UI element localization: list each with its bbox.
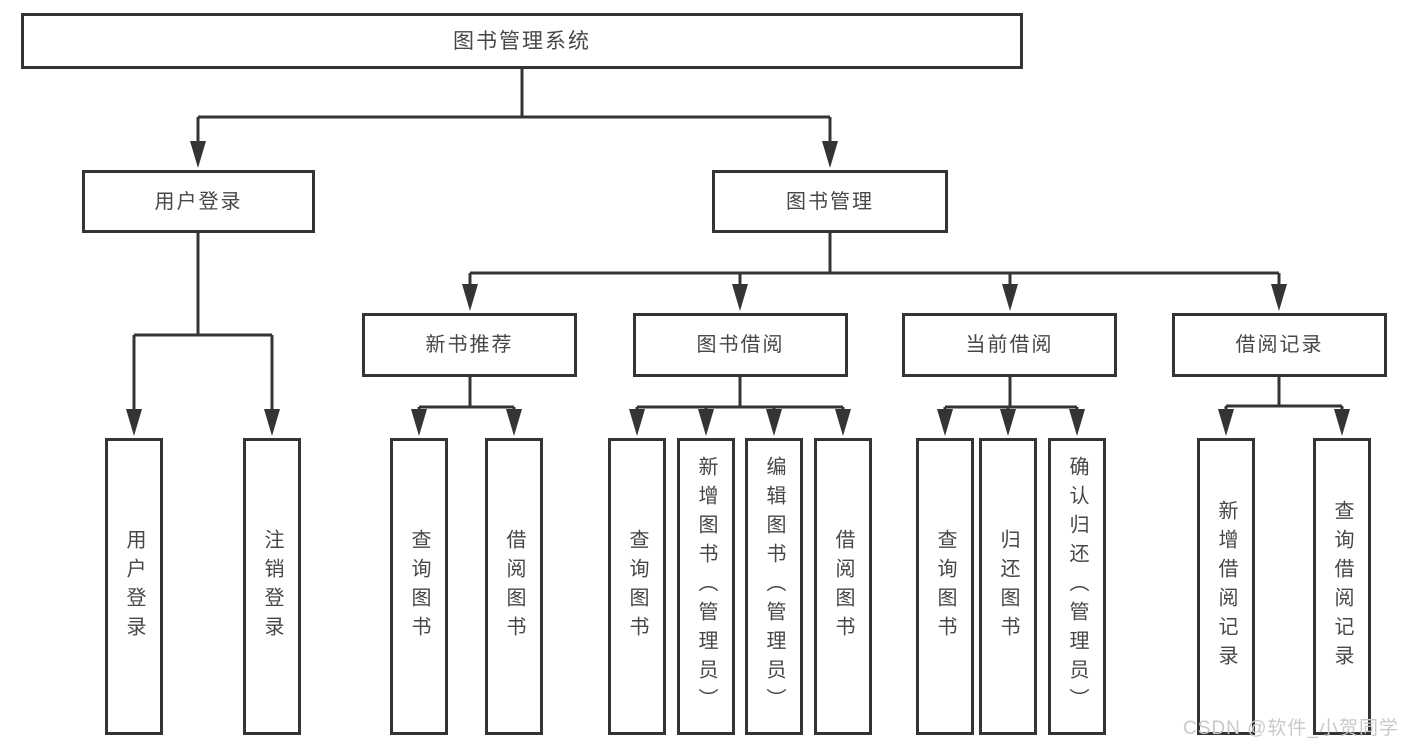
node-label: 图书管理系统 (453, 29, 591, 53)
node-label: 查询借阅记录 (1331, 499, 1353, 674)
arrowhead-icon (1334, 409, 1350, 436)
arrowhead-icon (822, 141, 838, 168)
node-label: 用户登录 (154, 190, 243, 213)
arrowhead-icon (126, 409, 142, 436)
node-library-management-system: 图书管理系统 (21, 13, 1023, 69)
node-label: 新增借阅记录 (1215, 499, 1237, 674)
leaf-user-login: 用户登录 (105, 438, 163, 735)
node-current-borrow: 当前借阅 (902, 313, 1117, 377)
arrowhead-icon (766, 409, 782, 436)
node-label: 当前借阅 (965, 334, 1054, 356)
node-label: 归还图书 (997, 528, 1019, 645)
node-label: 查询图书 (626, 528, 648, 645)
leaf-add-book-admin: 新增图书（管理员） (677, 438, 735, 735)
arrowhead-icon (835, 409, 851, 436)
arrowhead-icon (1000, 409, 1016, 436)
node-borrow-record: 借阅记录 (1172, 313, 1387, 377)
node-user-login: 用户登录 (82, 170, 315, 233)
arrowhead-icon (1002, 284, 1018, 311)
node-label: 编辑图书（管理员） (763, 456, 785, 717)
leaf-query-books-borrow: 查询图书 (608, 438, 666, 735)
node-label: 查询图书 (934, 528, 956, 645)
leaf-borrow-books-recommend: 借阅图书 (485, 438, 543, 735)
leaf-logout: 注销登录 (243, 438, 301, 735)
node-label: 用户登录 (123, 528, 145, 645)
arrowhead-icon (1271, 284, 1287, 311)
node-label: 查询图书 (408, 528, 430, 645)
leaf-borrow-books: 借阅图书 (814, 438, 872, 735)
leaf-edit-book-admin: 编辑图书（管理员） (745, 438, 803, 735)
node-book-borrow: 图书借阅 (633, 313, 848, 377)
arrowhead-icon (732, 284, 748, 311)
node-label: 借阅图书 (503, 528, 525, 645)
node-book-management: 图书管理 (712, 170, 948, 233)
watermark-text: CSDN @软件_小贺同学 (1183, 718, 1399, 739)
leaf-confirm-return-admin: 确认归还（管理员） (1048, 438, 1106, 735)
leaf-add-borrow-record: 新增借阅记录 (1197, 438, 1255, 735)
arrowhead-icon (937, 409, 953, 436)
node-label: 图书管理 (786, 190, 874, 213)
leaf-return-book: 归还图书 (979, 438, 1037, 735)
node-label: 借阅记录 (1235, 334, 1324, 356)
arrowhead-icon (411, 409, 427, 436)
arrowhead-icon (698, 409, 714, 436)
node-label: 图书借阅 (696, 334, 785, 356)
node-label: 新书推荐 (425, 334, 514, 356)
arrowhead-icon (264, 409, 280, 436)
node-label: 确认归还（管理员） (1066, 456, 1088, 717)
node-label: 新增图书（管理员） (695, 456, 717, 717)
node-label: 借阅图书 (832, 528, 854, 645)
arrowhead-icon (506, 409, 522, 436)
arrowhead-icon (629, 409, 645, 436)
arrowhead-icon (462, 284, 478, 311)
leaf-query-books-recommend: 查询图书 (390, 438, 448, 735)
node-new-book-recommend: 新书推荐 (362, 313, 577, 377)
arrowhead-icon (1218, 409, 1234, 436)
node-label: 注销登录 (261, 528, 283, 645)
leaf-query-books-current: 查询图书 (916, 438, 974, 735)
leaf-query-borrow-record: 查询借阅记录 (1313, 438, 1371, 735)
arrowhead-icon (190, 141, 206, 168)
arrowhead-icon (1069, 409, 1085, 436)
